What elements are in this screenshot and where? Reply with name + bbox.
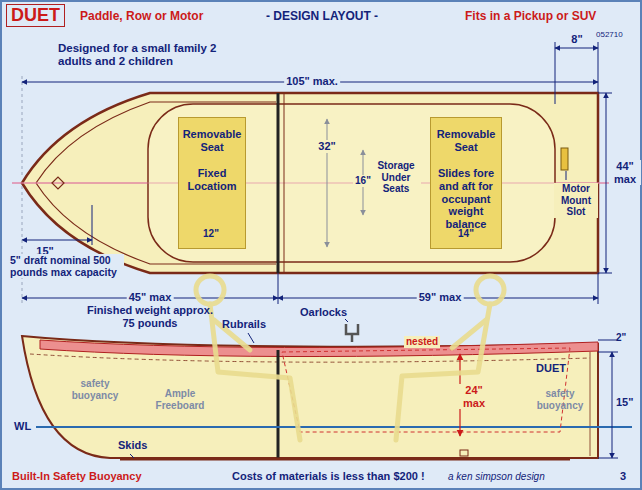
- plan-view-hull-part: [12, 183, 610, 184]
- dimension-label: 14": [456, 228, 476, 240]
- dimension-label: 16": [353, 175, 373, 187]
- side-view-hull-part: [22, 336, 598, 458]
- part-label: Motor Mount Slot: [554, 183, 598, 218]
- waterline-label: WL: [14, 420, 31, 433]
- plan-dimensions-part: [22, 76, 23, 178]
- seat-heading: Removable Seat: [434, 128, 498, 153]
- dimension-label: 44" max: [609, 160, 641, 185]
- note: safety buoyancy: [68, 378, 122, 401]
- note: 5" draft nominal 500 pounds max capacity: [8, 254, 124, 278]
- part-label: Skids: [118, 439, 147, 452]
- dimension-label: 45" max: [127, 291, 174, 304]
- side-dimensions-part: [612, 352, 613, 458]
- plan-dimensions-part: [598, 42, 599, 92]
- plan-dimensions-part: [606, 93, 607, 273]
- side-view-hull-part: [277, 350, 280, 458]
- plan-view-hull-part: [566, 171, 567, 180]
- storage-label: Storage Under Seats: [371, 160, 421, 195]
- subtitle: Fits in a Pickup or SUV: [465, 10, 596, 24]
- nested-hull: [282, 348, 570, 436]
- seat-heading: Removable Seat: [182, 128, 242, 153]
- side-dimensions-part: [598, 458, 618, 459]
- plan-view-hull-part: [52, 177, 64, 189]
- footer-note: Built-In Safety Buoyancy: [12, 470, 142, 483]
- oarlock-part: [351, 334, 354, 342]
- dimension-label: 59" max: [417, 291, 464, 304]
- occupant-figures: [196, 276, 504, 440]
- nested-hull-part: [282, 348, 570, 432]
- seat-note: Fixed Locatiom: [182, 167, 242, 192]
- side-dimensions-part: [598, 340, 618, 341]
- plan-view-hull-part: [561, 148, 568, 170]
- side-view-hull-part: [120, 458, 570, 461]
- plan-dimensions-part: [598, 93, 612, 94]
- part-label: Rubrails: [222, 318, 266, 331]
- title: DUET: [6, 4, 65, 27]
- credit: a ken simpson design: [448, 471, 545, 483]
- note: Finished weight approx. 75 pounds: [85, 304, 215, 329]
- drawing-date: 052710: [596, 30, 623, 39]
- subtitle: Paddle, Row or Motor: [80, 10, 203, 24]
- hull-name: DUET: [536, 362, 566, 375]
- plan-dimensions-part: [327, 119, 328, 247]
- oarlock-part: [248, 333, 254, 343]
- side-dimensions: [598, 340, 618, 458]
- side-view-hull: [22, 336, 632, 459]
- side-view-hull-part: [590, 352, 591, 456]
- dimension-label: 8": [571, 33, 582, 46]
- footer-note: Costs of materials is less than $200 !: [232, 470, 425, 483]
- part-label: nested: [404, 336, 440, 348]
- dimension-label: 24" max: [457, 384, 491, 409]
- occupant-figures-part: [196, 276, 224, 304]
- plan-dimensions-part: [598, 273, 612, 274]
- plan-dimensions-part: [278, 273, 279, 304]
- dimension-label: 105" max.: [284, 75, 340, 88]
- plan-dimensions-part: [22, 240, 92, 241]
- plan-view-hull-part: [284, 93, 285, 273]
- note: safety buoyancy: [533, 388, 587, 411]
- occupant-figures-part: [452, 320, 486, 348]
- plan-view-hull: [12, 93, 610, 273]
- seat-note: Slides fore and aft for occupant weight …: [434, 167, 498, 230]
- occupant-figures-part: [210, 304, 300, 440]
- plan-view-hull-part: [277, 93, 280, 273]
- side-view-hull-part: [36, 426, 632, 428]
- occupant-figures-part: [476, 276, 504, 304]
- note: Ample Freeboard: [149, 388, 211, 411]
- page-number: 3: [620, 470, 626, 483]
- dimension-label: 32": [316, 140, 337, 153]
- oarlock-part: [346, 324, 358, 334]
- dimension-label: 2": [616, 332, 626, 344]
- dimension-label: 15": [616, 396, 633, 409]
- plan-dimensions-part: [22, 186, 23, 304]
- dimension-label: 12": [201, 228, 221, 240]
- plan-dimensions-part: [92, 205, 93, 245]
- side-view-hull-part: [460, 450, 468, 456]
- side-view-hull-part: [40, 340, 598, 357]
- part-label: Oarlocks: [300, 306, 347, 319]
- oarlock-part: [345, 319, 348, 322]
- heading: - DESIGN LAYOUT -: [266, 10, 378, 24]
- side-view-hull-part: [130, 454, 134, 458]
- side-dimensions-part: [598, 352, 618, 353]
- plan-dimensions-part: [598, 273, 599, 304]
- note: Designed for a small family 2 adults and…: [58, 42, 230, 68]
- plan-view-hull-part: [12, 183, 610, 184]
- plan-dimensions-part: [555, 42, 556, 104]
- occupant-figures-part: [396, 304, 490, 440]
- plan-dimensions-part: [555, 48, 598, 49]
